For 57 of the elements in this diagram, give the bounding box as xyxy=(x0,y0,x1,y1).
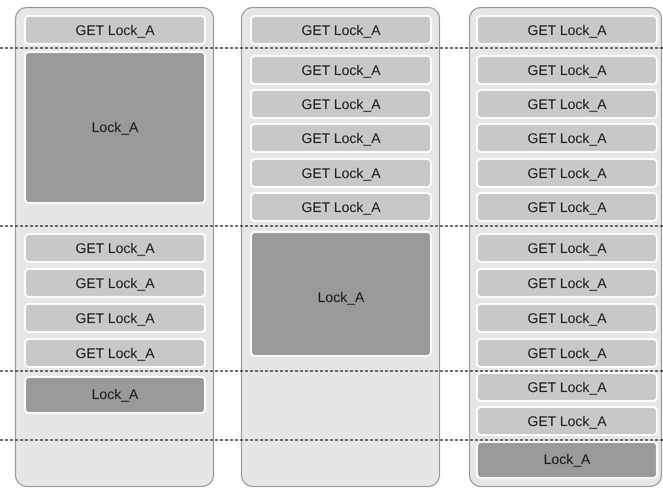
block-label: GET Lock_A xyxy=(527,22,607,38)
request-block xyxy=(476,55,658,85)
request-block xyxy=(250,123,432,153)
request-block xyxy=(476,338,658,368)
timeline-column xyxy=(469,7,662,487)
request-block xyxy=(476,303,658,333)
request-block xyxy=(476,406,658,436)
block-label: GET Lock_A xyxy=(527,62,607,78)
request-block xyxy=(24,303,206,333)
timeline-column xyxy=(241,7,440,487)
block-label: GET Lock_A xyxy=(75,345,155,361)
block-label: GET Lock_A xyxy=(301,22,381,38)
request-block xyxy=(250,89,432,119)
block-label: GET Lock_A xyxy=(527,275,607,291)
request-block xyxy=(476,15,658,45)
request-block xyxy=(476,233,658,263)
block-label: Lock_A xyxy=(544,451,590,467)
request-block xyxy=(24,15,206,45)
block-label: GET Lock_A xyxy=(75,240,155,256)
block-label: GET Lock_A xyxy=(75,275,155,291)
block-label: GET Lock_A xyxy=(75,22,155,38)
lock-block xyxy=(476,441,658,479)
block-label: GET Lock_A xyxy=(301,199,381,215)
block-label: GET Lock_A xyxy=(75,310,155,326)
block-label: Lock_A xyxy=(318,289,364,305)
block-label: GET Lock_A xyxy=(527,130,607,146)
request-block xyxy=(250,192,432,222)
block-label: GET Lock_A xyxy=(301,62,381,78)
request-block xyxy=(24,268,206,298)
block-label: GET Lock_A xyxy=(301,96,381,112)
request-block xyxy=(476,158,658,188)
block-label: GET Lock_A xyxy=(301,165,381,181)
lock-block xyxy=(24,376,206,414)
timeline-column xyxy=(15,7,214,487)
block-label: GET Lock_A xyxy=(527,96,607,112)
request-block xyxy=(250,55,432,85)
block-label: GET Lock_A xyxy=(527,345,607,361)
request-block xyxy=(24,338,206,368)
lock-block xyxy=(24,51,206,204)
block-label: GET Lock_A xyxy=(527,165,607,181)
block-label: GET Lock_A xyxy=(527,240,607,256)
request-block xyxy=(250,158,432,188)
block-label: Lock_A xyxy=(92,386,138,402)
block-label: Lock_A xyxy=(92,119,138,135)
request-block xyxy=(476,123,658,153)
block-label: GET Lock_A xyxy=(527,413,607,429)
request-block xyxy=(476,192,658,222)
block-label: GET Lock_A xyxy=(527,310,607,326)
request-block xyxy=(476,268,658,298)
request-block xyxy=(24,233,206,263)
request-block xyxy=(476,372,658,402)
block-label: GET Lock_A xyxy=(301,130,381,146)
lock-block xyxy=(250,231,432,357)
request-block xyxy=(476,89,658,119)
block-label: GET Lock_A xyxy=(527,379,607,395)
block-label: GET Lock_A xyxy=(527,199,607,215)
request-block xyxy=(250,15,432,45)
